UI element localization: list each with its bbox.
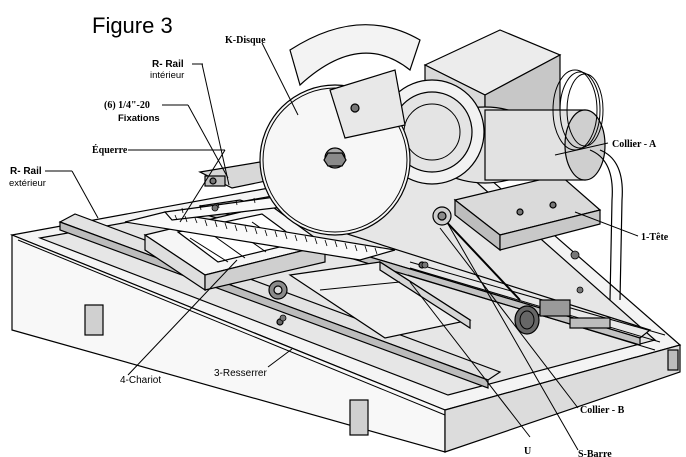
label-r-rail-interieur-line2: intérieur xyxy=(150,70,184,81)
s-barre xyxy=(432,206,521,301)
label-fixations-line2: Fixations xyxy=(118,113,160,124)
blade-k-disque xyxy=(259,24,421,236)
label-chariot: 4-Chariot xyxy=(120,375,161,386)
screw-icon xyxy=(576,286,584,294)
screw-icon xyxy=(279,314,287,322)
label-r-rail-exterieur-line1: R- Rail xyxy=(10,166,42,177)
label-collier-a: Collier - A xyxy=(612,139,657,150)
label-fixations-line1: (6) 1/4"-20 xyxy=(104,100,150,111)
u-channel xyxy=(276,260,472,339)
fastener-screws xyxy=(211,204,584,322)
label-k-disque: K-Disque xyxy=(225,35,266,46)
screw-icon xyxy=(211,204,219,212)
label-tete: 1-Tête xyxy=(641,232,669,243)
label-equerre: Équerre xyxy=(92,144,128,156)
figure-title: Figure 3 xyxy=(92,13,173,38)
head-assembly xyxy=(379,29,623,301)
collier-b-knob xyxy=(514,299,611,335)
leader-lines xyxy=(45,42,639,451)
screw-icon xyxy=(570,250,580,260)
screw-icon xyxy=(421,261,429,269)
label-r-rail-interieur-line1: R- Rail xyxy=(152,59,184,70)
label-r-rail-exterieur-line2: extérieur xyxy=(9,178,46,189)
label-s-barre: S-Barre xyxy=(578,449,612,457)
label-u: U xyxy=(524,446,531,457)
label-resserrer: 3-Resserrer xyxy=(214,368,267,379)
label-collier-b: Collier - B xyxy=(580,405,625,416)
